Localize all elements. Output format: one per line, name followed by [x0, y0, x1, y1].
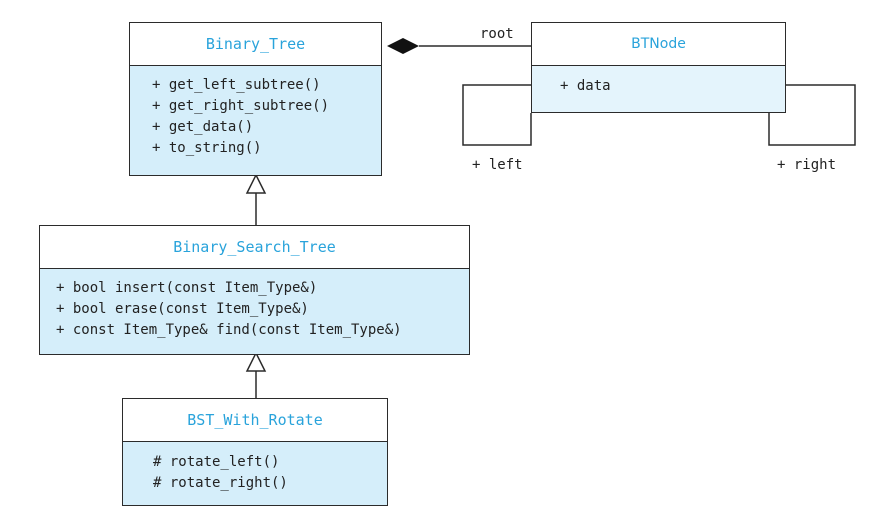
method-item: + to_string(): [152, 140, 262, 156]
method-item: + get_right_subtree(): [152, 98, 330, 114]
method-item: + get_left_subtree(): [152, 77, 321, 93]
left-self-association-loop: [462, 84, 532, 146]
attributes-compartment: + data: [532, 66, 785, 112]
right-role-label: + right: [777, 157, 837, 173]
methods-compartment: + bool insert(const Item_Type&) + bool e…: [40, 269, 469, 354]
method-item: + bool erase(const Item_Type&): [56, 301, 309, 317]
root-role-label: root: [480, 26, 514, 42]
method-item: # rotate_left(): [153, 454, 280, 470]
left-role-label: + left: [472, 157, 523, 173]
method-item: + get_data(): [152, 119, 254, 135]
methods-compartment: + get_left_subtree() + get_right_subtree…: [130, 66, 381, 175]
btnode-class: BTNode + data: [531, 22, 786, 113]
composition-diamond-icon: [387, 38, 419, 54]
inheritance-arrow-icon: [245, 173, 267, 194]
class-name: BTNode: [532, 23, 785, 66]
method-item: # rotate_right(): [153, 475, 288, 491]
inheritance-arrow-icon: [245, 351, 267, 372]
methods-compartment: # rotate_left() # rotate_right(): [123, 442, 387, 505]
right-self-association-loop: [768, 84, 856, 146]
method-item: + bool insert(const Item_Type&): [56, 280, 318, 296]
class-name: BST_With_Rotate: [123, 399, 387, 442]
class-name: Binary_Tree: [130, 23, 381, 66]
attribute-item: + data: [560, 78, 611, 94]
bst-with-rotate-class: BST_With_Rotate # rotate_left() # rotate…: [122, 398, 388, 506]
class-name: Binary_Search_Tree: [40, 226, 469, 269]
binary-tree-class: Binary_Tree + get_left_subtree() + get_r…: [129, 22, 382, 176]
binary-search-tree-class: Binary_Search_Tree + bool insert(const I…: [39, 225, 470, 355]
method-item: + const Item_Type& find(const Item_Type&…: [56, 322, 402, 338]
